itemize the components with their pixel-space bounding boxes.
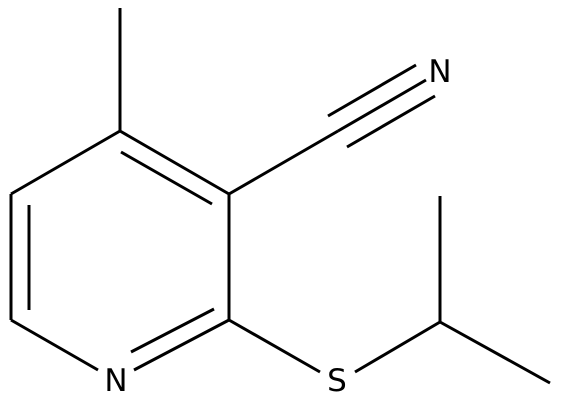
bond-n1-c2-double [130, 307, 215, 354]
bond-c6-n1 [10, 318, 99, 372]
bond-triple-upper [327, 63, 417, 118]
ring-nitrogen-label: N [104, 363, 127, 399]
bond-s-ch [354, 320, 441, 374]
nitrile-group [228, 63, 436, 196]
pyridine-ring [9, 129, 231, 372]
bond-ch-methyl-right [439, 320, 551, 385]
bond-n1-c2-single [133, 318, 230, 372]
sulfur-label: S [327, 363, 347, 399]
bond-c3-c4-double [120, 150, 213, 206]
bond-c2-s [228, 318, 321, 374]
bond-c3-cn [228, 129, 339, 196]
bond-triple-center [337, 78, 427, 133]
nitrile-nitrogen-label: N [428, 54, 451, 90]
bond-c3-c4-single [119, 129, 230, 196]
isopropylthio-group [228, 196, 551, 385]
bond-c4-c5 [10, 129, 121, 196]
bond-triple-lower [346, 94, 436, 149]
